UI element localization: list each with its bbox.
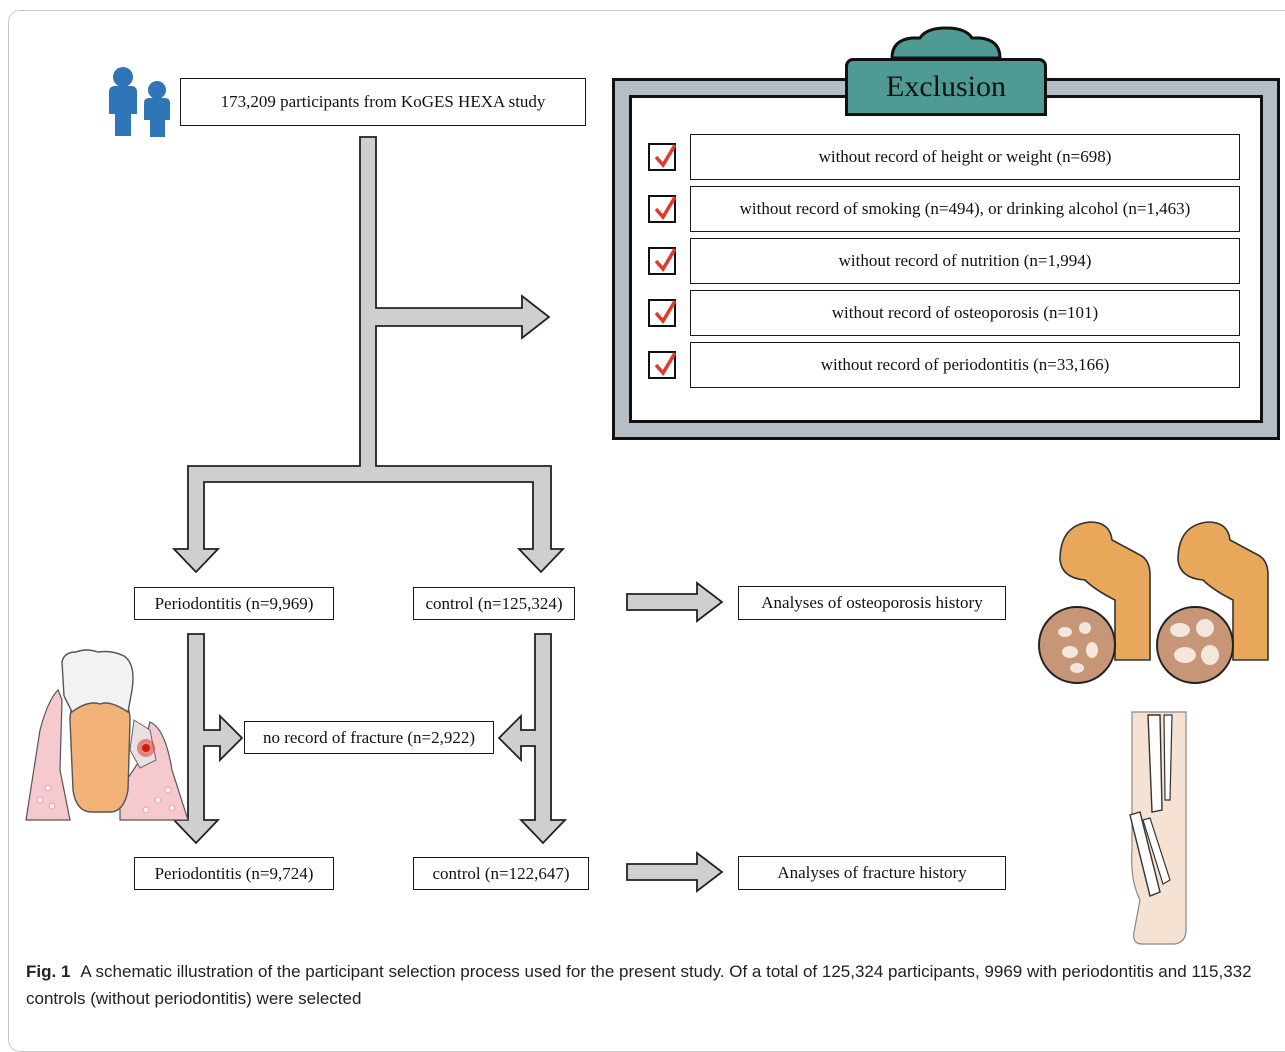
tooth-illustration-icon (25, 649, 189, 821)
fracture-analysis-box: Analyses of fracture history (738, 856, 1006, 890)
exclusion-item-osteoporosis: without record of osteoporosis (n=101) (690, 290, 1240, 336)
caption-label: Fig. 1 (26, 962, 71, 981)
exclusion-item-smoking-alcohol: without record of smoking (n=494), or dr… (690, 186, 1240, 232)
no-fracture-record-label: no record of fracture (n=2,922) (262, 727, 476, 747)
caption-text: A schematic illustration of the particip… (26, 962, 1252, 1008)
control-down-arrow (497, 633, 568, 845)
exclusion-item-label: without record of height or weight (n=69… (818, 147, 1112, 166)
control-group-label: control (n=125,324) (425, 593, 563, 613)
no-fracture-record-box: no record of fracture (n=2,922) (244, 721, 494, 754)
exclusion-item-height-weight: without record of height or weight (n=69… (690, 134, 1240, 180)
control-final-label: control (n=122,647) (432, 863, 570, 883)
source-participants-box: 173,209 participants from KoGES HEXA stu… (180, 78, 586, 126)
exclusion-item-label: without record of osteoporosis (n=101) (831, 303, 1099, 322)
fractured-leg-illustration-icon (1129, 711, 1187, 945)
exclusion-check-1-icon (648, 143, 676, 171)
main-flow-arrow (171, 136, 566, 574)
exclusion-item-label: without record of nutrition (n=1,994) (838, 251, 1092, 270)
periodontitis-down-arrow (171, 633, 244, 845)
exclusion-title: Exclusion (845, 58, 1047, 116)
diagram-graphics (25, 26, 1269, 945)
periodontitis-final-box: Periodontitis (n=9,724) (134, 857, 334, 890)
femur-bone-illustration-icon (1038, 521, 1269, 684)
exclusion-check-5-icon (648, 351, 676, 379)
exclusion-item-nutrition: without record of nutrition (n=1,994) (690, 238, 1240, 284)
exclusion-tab-bump (890, 26, 1002, 60)
exclusion-check-4-icon (648, 299, 676, 327)
periodontitis-group-box: Periodontitis (n=9,969) (134, 587, 334, 620)
source-participants-label: 173,209 participants from KoGES HEXA stu… (220, 92, 546, 111)
periodontitis-group-label: Periodontitis (n=9,969) (154, 593, 314, 613)
to-fracture-analysis-arrow (626, 851, 724, 893)
people-icon (109, 67, 170, 137)
exclusion-item-periodontitis: without record of periodontitis (n=33,16… (690, 342, 1240, 388)
control-final-box: control (n=122,647) (413, 857, 589, 890)
exclusion-check-2-icon (648, 195, 676, 223)
exclusion-item-label: without record of periodontitis (n=33,16… (820, 355, 1110, 374)
control-group-box: control (n=125,324) (413, 587, 575, 620)
exclusion-item-label: without record of smoking (n=494), or dr… (739, 199, 1191, 218)
osteoporosis-analysis-label: Analyses of osteoporosis history (761, 593, 983, 612)
fracture-analysis-label: Analyses of fracture history (777, 863, 967, 882)
exclusion-check-3-icon (648, 247, 676, 275)
periodontitis-final-label: Periodontitis (n=9,724) (154, 863, 314, 883)
osteoporosis-analysis-box: Analyses of osteoporosis history (738, 586, 1006, 620)
to-osteoporosis-analysis-arrow (626, 581, 724, 623)
